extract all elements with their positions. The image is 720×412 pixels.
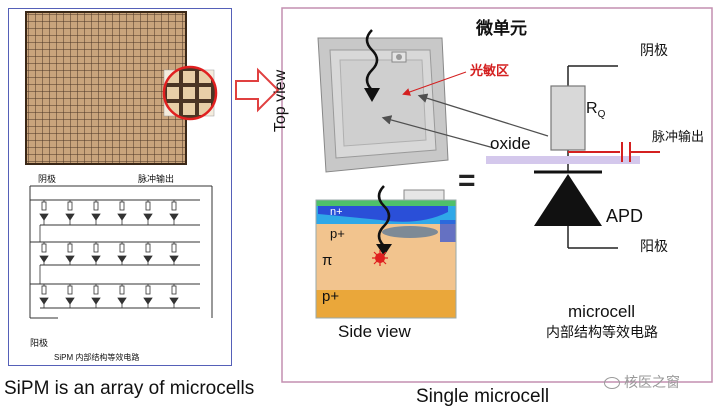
equals-label: = [458, 164, 476, 197]
circuit-diodes [39, 201, 179, 305]
capacitor-icon [621, 142, 660, 162]
oxide-label: oxide [490, 134, 531, 153]
microcell-cn-label: 内部结构等效电路 [546, 324, 658, 340]
left-panel [8, 8, 232, 366]
sensitive-area-label: 光敏区 [470, 63, 510, 78]
microcell-label: microcell [568, 302, 636, 321]
right-caption: Single microcell [416, 386, 550, 407]
highlight-circle [162, 65, 218, 121]
left-caption: SiPM is an array of microcells [4, 378, 255, 399]
side-view-label: Side view [338, 322, 411, 341]
sipm-array [25, 11, 187, 165]
apd-label: APD [606, 206, 644, 226]
zoom-arrow [235, 67, 280, 113]
anode-label: 阳极 [640, 238, 668, 254]
sipm-circuit [29, 185, 213, 319]
rq-label: RQ [586, 100, 605, 120]
circuit-anode-label: 阳极 [30, 338, 49, 348]
layer-pplus-bottom-label: p+ [322, 288, 340, 305]
quench-resistor [550, 85, 586, 151]
cathode-label: 阴极 [640, 42, 668, 58]
top-view-chip [317, 37, 449, 173]
layer-pplus-label: p+ [330, 226, 345, 241]
layer-nplus-label: n+ [330, 206, 343, 218]
circuit-pulse-out-label: 脉冲输出 [138, 174, 175, 184]
photon-wave-side [377, 185, 391, 247]
layer-pi-label: π [322, 252, 333, 269]
side-view-cross-section [315, 189, 457, 319]
watermark: 核医之窗 [604, 372, 680, 392]
top-view-label: Top view [272, 69, 290, 133]
rq-main: R [586, 100, 598, 117]
sensitive-pointer [402, 71, 467, 96]
rq-sub: Q [597, 109, 606, 121]
circuit-caption: SiPM 内部结构等效电路 [54, 353, 140, 362]
title-cn: 微单元 [476, 19, 527, 38]
oxide-bar [486, 156, 640, 164]
circuit-cathode-label: 阴极 [38, 174, 57, 184]
pulse-out-label: 脉冲输出 [652, 129, 705, 144]
watermark-logo-icon [604, 377, 620, 390]
apd-diode-icon [534, 174, 602, 226]
photon-wave-top [365, 29, 379, 91]
watermark-text: 核医之窗 [624, 374, 680, 390]
avalanche-star-icon [372, 250, 388, 266]
right-panel [281, 7, 713, 383]
